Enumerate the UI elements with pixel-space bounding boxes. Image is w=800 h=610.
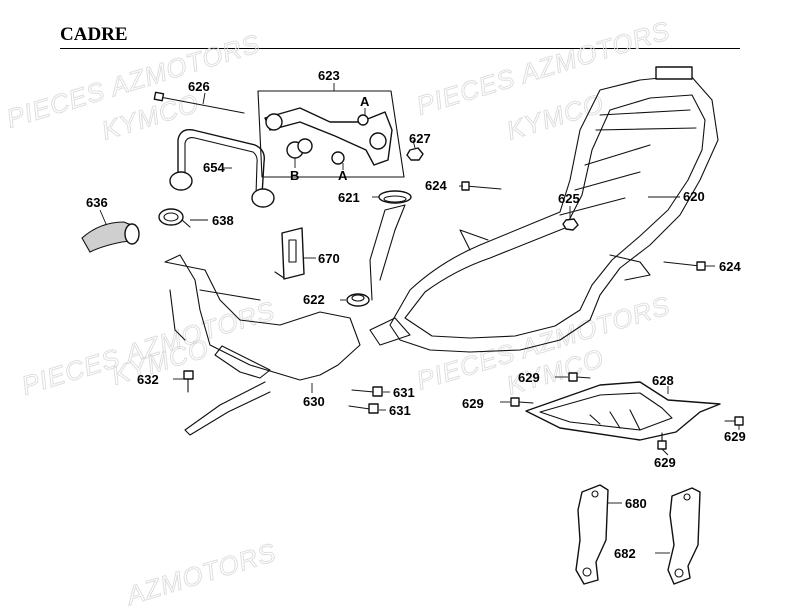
callout-625: 625 [558,191,580,206]
part-627-nut [406,139,424,161]
watermark-text: KYMCO [503,88,608,146]
callout-680: 680 [625,496,647,511]
callout-629: 629 [462,396,484,411]
watermark-text: AZMOTORS [121,537,280,610]
callout-670: 670 [318,251,340,266]
callout-622: 622 [303,292,325,307]
part-622-rubber [340,293,370,307]
part-624-bolt [663,261,715,271]
callout-654: 654 [203,160,225,175]
callout-sub-a: A [360,94,370,109]
part-629-bolt [724,416,744,430]
callout-682: 682 [614,546,636,561]
part-631-bolt [348,403,386,414]
callout-624: 624 [425,178,447,193]
part-630-stand [164,254,361,436]
part-628-skidplate [525,381,721,441]
callout-sub-a: A [338,168,348,183]
watermark-layer: PIECES AZMOTORS KYMCO PIECES AZMOTORS KY… [3,15,675,610]
part-629-bolt [555,372,591,382]
callout-623: 623 [318,68,340,83]
callout-629: 629 [518,370,540,385]
callout-629: 629 [724,429,746,444]
callout-628: 628 [652,373,674,388]
callout-630: 630 [303,394,325,409]
callout-624: 624 [719,259,741,274]
part-670-plate [274,227,316,280]
callout-629: 629 [654,455,676,470]
part-680-bracket [575,484,622,585]
page-title: CADRE [60,24,128,45]
callout-632: 632 [137,372,159,387]
part-638-clamp [158,208,208,228]
part-629-bolt [500,397,534,407]
callout-620: 620 [683,189,705,204]
part-631-bolt [351,386,390,397]
callout-626: 626 [188,79,210,94]
callout-631: 631 [389,403,411,418]
callout-638: 638 [212,213,234,228]
part-620-frame [369,66,719,353]
part-636-duct [81,209,140,253]
callout-636: 636 [86,195,108,210]
part-632-bolt [173,370,194,393]
callout-sub-b: B [290,168,299,183]
callout-631: 631 [393,385,415,400]
part-654-bracket [169,129,275,208]
part-629-bolt [657,432,669,456]
part-623-assembly [257,83,405,178]
title-rule [60,48,740,49]
callout-627: 627 [409,131,431,146]
callout-621: 621 [338,190,360,205]
part-625-nut [562,206,579,231]
part-682-bracket [655,487,701,585]
part-624-bolt [459,181,502,191]
part-621-grommet [372,190,412,204]
part-626-bolt [153,91,245,114]
